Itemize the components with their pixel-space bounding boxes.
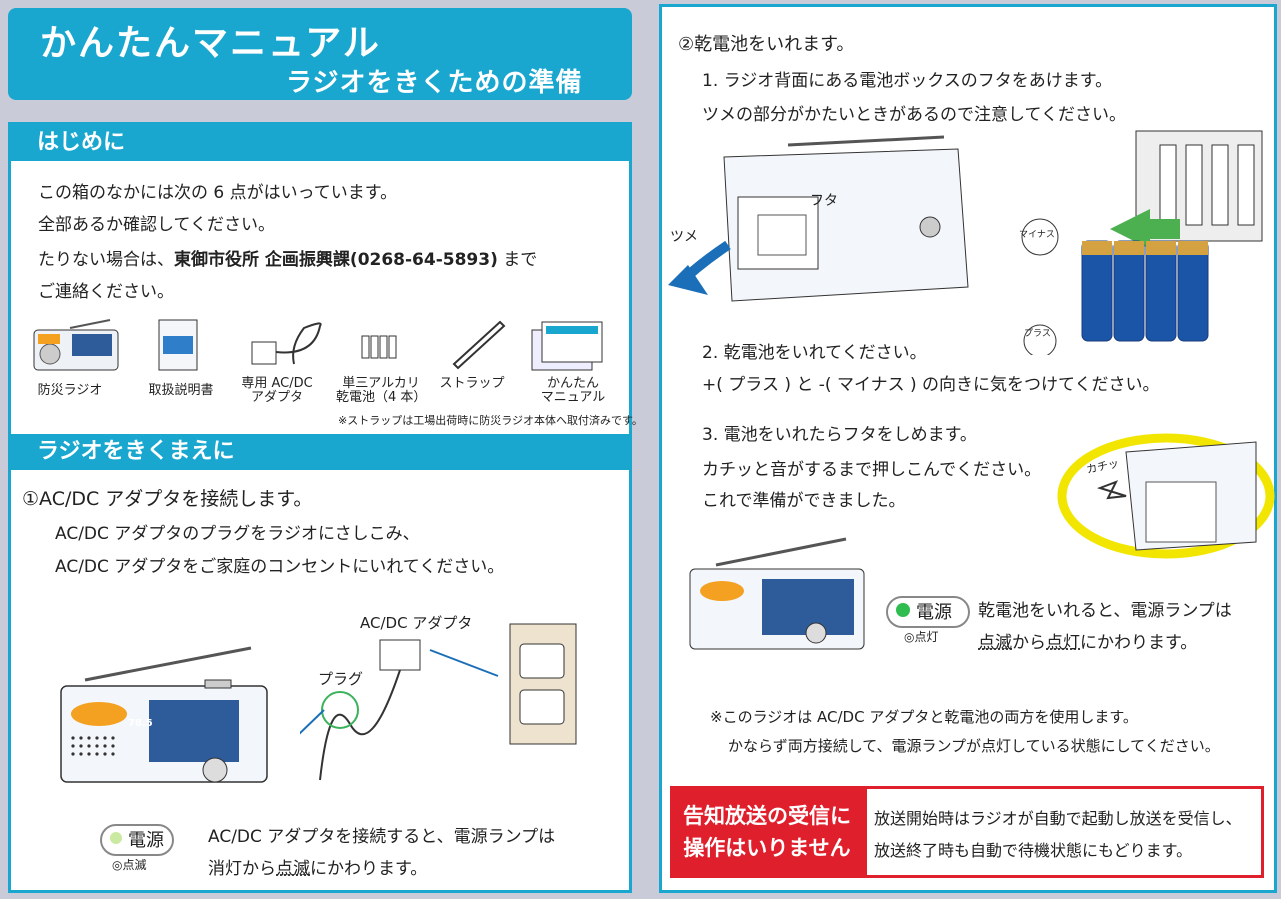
battery-step-2b: +( プラス ) と -( マイナス ) の向きに気をつけてください。: [702, 375, 1160, 395]
power-label-left: 電源: [128, 830, 164, 851]
intro-heading: はじめに: [11, 125, 629, 161]
battery-step-1: 1. ラジオ背面にある電池ボックスのフタをあけます。: [702, 71, 1113, 91]
result-line-2: 消灯から点滅にかわります。: [208, 854, 427, 879]
strap-item-icon: [452, 320, 506, 370]
radio-item-icon: [33, 319, 119, 371]
notice-line-1: 放送開始時はラジオが自動で起動し放送を受信し、: [874, 809, 1242, 828]
item-label-battery: 単三アルカリ 乾電池（4 本）: [336, 376, 427, 405]
battery-box-illustration: [1021, 130, 1263, 355]
power-label-right: 電源: [916, 602, 952, 623]
step1-title: ①AC/DC アダプタを接続します。: [22, 488, 313, 510]
click-close-illustration: [1057, 433, 1275, 559]
result-post-right: にかわります。: [1080, 633, 1198, 653]
battery-step-3: 3. 電池をいれたらフタをしめます。: [702, 425, 977, 445]
intro-line-3-post: まで: [497, 250, 538, 270]
on-label: ◎点灯: [904, 630, 939, 644]
item-label-adapter: 専用 AC/DC アダプタ: [241, 376, 313, 405]
plus-label: プラス: [1024, 329, 1051, 339]
dual-power-note-1: ※このラジオは AC/DC アダプタと乾電池の両方を使用します。: [710, 708, 1138, 726]
dual-power-note-2: かならず両方接続して、電源ランプが点灯している状態にしてください。: [728, 737, 1220, 755]
blink-label: ◎点滅: [112, 858, 147, 872]
result-blink-right: 点滅: [978, 633, 1012, 653]
notice-box: [864, 786, 1264, 878]
adapter-label: AC/DC アダプタ: [360, 614, 473, 632]
adapter-item-icon: [251, 322, 322, 365]
step2-title: ②乾電池をいれます。: [678, 34, 855, 55]
result-mid: から: [1012, 633, 1046, 653]
notice-heading-line-1: 告知放送の受信に: [683, 804, 851, 828]
result-line-1: AC/DC アダプタを接続すると、電源ランプは: [208, 827, 556, 847]
lamp-blink-icon: [110, 832, 122, 844]
item-label-manual: 取扱説明書: [148, 383, 214, 398]
result-blink: 点滅: [276, 859, 310, 879]
battery-step-2: 2. 乾電池をいれてください。: [702, 343, 927, 363]
intro-line-2: 全部あるか確認してください。: [38, 215, 275, 235]
intro-line-3: たりない場合は、東御市役所 企画振興課(0268-64-5893) まで: [38, 245, 537, 270]
step1-line-1: AC/DC アダプタのプラグをラジオにさしこみ、: [55, 524, 420, 544]
notice-heading: 告知放送の受信に 操作はいりません: [670, 786, 864, 878]
futa-label: フタ: [810, 193, 838, 209]
notice-heading-line-2: 操作はいりません: [683, 836, 851, 860]
radio-back-illustration: [668, 135, 969, 302]
battery-step-1b: ツメの部分がかたいときがあるので注意してください。: [702, 105, 1126, 125]
title-banner: [8, 8, 632, 100]
radio-illustration: [60, 646, 268, 783]
plug-label: プラグ: [318, 670, 364, 688]
battery-result-2: 点滅から点灯にかわります。: [978, 628, 1197, 653]
adapter-outlet-illustration: [300, 623, 577, 781]
intro-line-1: この箱のなかには次の 6 点がはいっています。: [38, 183, 398, 203]
battery-item-icon: [361, 335, 397, 359]
intro-line-3-pre: たりない場合は、: [38, 250, 174, 270]
page-subtitle: ラジオをきくための準備: [286, 68, 583, 98]
result-post: にかわります。: [310, 859, 428, 879]
radio-small-illustration: [689, 537, 865, 650]
result-on: 点灯: [1046, 633, 1080, 653]
page-title: かんたんマニュアル: [40, 23, 381, 64]
lamp-on-icon: [896, 603, 910, 617]
manual-book-icon: [158, 319, 198, 371]
radio-freq-label: 78.5: [128, 718, 153, 729]
notice-line-2: 放送終了時も自動で待機状態にもどります。: [874, 841, 1193, 860]
battery-step-3c: これで準備ができました。: [702, 491, 906, 511]
result-pre: 消灯から: [208, 859, 276, 879]
intro-line-4: ご連絡ください。: [38, 282, 174, 302]
battery-result-1: 乾電池をいれると、電源ランプは: [978, 601, 1232, 621]
item-label-radio: 防災ラジオ: [37, 383, 103, 398]
before-heading: ラジオをきくまえに: [11, 434, 629, 470]
step1-line-2: AC/DC アダプタをご家庭のコンセントにいれてください。: [55, 557, 505, 577]
battery-step-3b: カチッと音がするまで押しこんでください。: [702, 460, 1042, 480]
minus-label: マイナス: [1019, 230, 1055, 240]
item-label-strap: ストラップ: [439, 376, 505, 391]
strap-note: ※ストラップは工場出荷時に防災ラジオ本体へ取付済みです。: [338, 414, 643, 427]
quick-manual-icon: [531, 321, 603, 371]
contact-office: 東御市役所 企画振興課: [174, 250, 350, 270]
item-label-quick-manual: かんたん マニュアル: [540, 376, 606, 405]
contact-phone: (0268-64-5893): [349, 250, 498, 270]
tsume-label: ツメ: [670, 229, 698, 245]
